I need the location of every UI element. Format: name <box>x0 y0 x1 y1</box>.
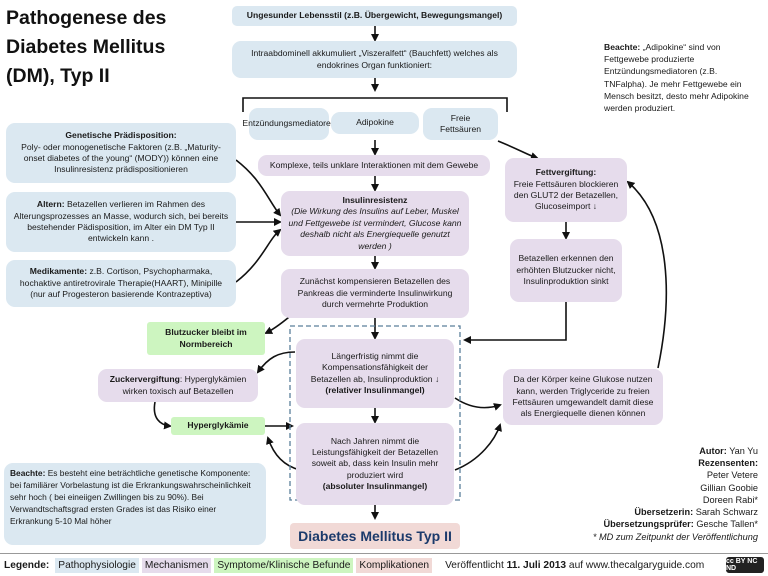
checker-line: Übersetzungsprüfer: Gesche Tallen* <box>603 519 758 530</box>
node-beta-compensation: Zunächst kompensieren Betazellen des Pan… <box>281 269 469 318</box>
insulin-resistance-title: Insulinresistenz <box>342 195 408 206</box>
node-aging: Altern: Betazellen verlieren im Rahmen d… <box>6 192 236 252</box>
node-free-fatty-acids: Freie Fettsäuren <box>423 108 498 140</box>
node-visceral-fat: Intraabdominell akkumuliert „Viszeralfet… <box>232 41 517 78</box>
cc-license-icon: cc BY NC ND <box>726 557 764 573</box>
node-adipokines: Adipokine <box>331 112 419 134</box>
node-relative-insulin-deficiency: Längerfristig nimmt die Kompensationsfäh… <box>296 339 454 408</box>
node-complex-interactions: Komplexe, teils unklare Interaktionen mi… <box>258 155 490 176</box>
legend-label: Legende: <box>4 559 50 571</box>
footnote: * MD zum Zeitpunkt der Veröffentlichung <box>592 531 758 542</box>
legend-pathophysiology: Pathophysiologie <box>55 557 139 573</box>
authors-block: Autor: Yan Yu Rezensenten: Peter Vetere … <box>498 445 758 543</box>
reviewer-1: Peter Vetere <box>706 470 758 481</box>
node-genetic-predisposition: Genetische Prädisposition: Poly- oder mo… <box>6 123 236 183</box>
title-line-1: Pathogenese des <box>6 7 167 29</box>
node-triglyceride-conversion: Da der Körper keine Glukose nutzen kann,… <box>503 369 663 425</box>
node-normal-blood-sugar: Blutzucker bleibt im Normbereich <box>147 322 265 355</box>
insulin-resistance-text: (Die Wirkung des Insulins auf Leber, Mus… <box>288 206 462 251</box>
title-line-3: (DM), Typ II <box>6 65 110 87</box>
node-beta-cells-blind: Betazellen erkennen den erhöhten Blutzuc… <box>510 239 622 302</box>
note-genetics: Beachte: Es besteht eine beträchtliche g… <box>4 463 266 545</box>
page-title: Pathogenese des Diabetes Mellitus (DM), … <box>6 4 206 91</box>
node-fat-poisoning: Fettvergiftung: Freie Fettsäuren blockie… <box>505 158 627 222</box>
legend-complications: Komplikationen <box>356 557 433 573</box>
author-line: Autor: Yan Yu <box>699 446 758 456</box>
node-lifestyle: Ungesunder Lebensstil (z.B. Übergewicht,… <box>232 6 517 26</box>
node-medications: Medikamente: z.B. Cortison, Psychopharma… <box>6 260 236 307</box>
translator-line: Übersetzerin: Sarah Schwarz <box>634 507 758 518</box>
legend-symptoms: Symptome/Klinische Befunde <box>214 557 354 573</box>
node-absolute-insulin-deficiency: Nach Jahren nimmt die Leistungsfähigkeit… <box>296 423 454 505</box>
node-hyperglycemia: Hyperglykämie <box>171 417 265 435</box>
published-line: Veröffentlicht 11. Juli 2013 auf www.the… <box>445 559 705 571</box>
note-adipokines: Beachte: „Adipokine“ sind von Fettgewebe… <box>604 42 749 114</box>
reviewers-label: Rezensenten: <box>698 458 758 469</box>
legend-bar: Legende: Pathophysiologie Mechanismen Sy… <box>0 553 768 576</box>
reviewer-2: Gillian Goobie <box>700 482 758 493</box>
legend-mechanisms: Mechanismen <box>141 557 212 573</box>
node-insulin-resistance: Insulinresistenz (Die Wirkung des Insuli… <box>281 191 469 256</box>
node-inflammation-mediators: Entzündungsmediatoren <box>242 108 336 140</box>
node-glucose-toxicity: Zuckervergiftung: Hyperglykämien wirken … <box>98 369 258 402</box>
title-line-2: Diabetes Mellitus <box>6 36 166 58</box>
reviewer-3: Doreen Rabi* <box>702 494 758 505</box>
node-diabetes-type-2: Diabetes Mellitus Typ II <box>290 523 460 549</box>
